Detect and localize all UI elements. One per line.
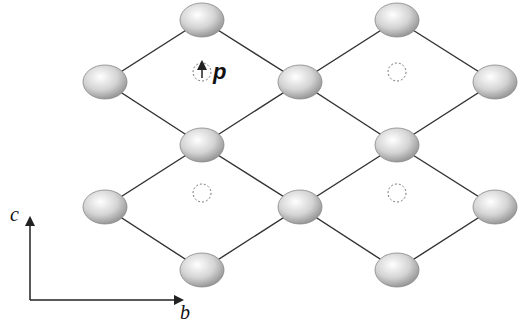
vacancy-sites	[193, 63, 406, 202]
axis-arrows	[30, 218, 182, 300]
vector-label: p	[213, 61, 226, 83]
atom-spheres	[83, 3, 517, 287]
axis-label: b	[180, 302, 190, 322]
bond-lines	[105, 20, 495, 270]
axis-label: c	[10, 204, 19, 224]
dipole-arrow	[201, 62, 203, 78]
